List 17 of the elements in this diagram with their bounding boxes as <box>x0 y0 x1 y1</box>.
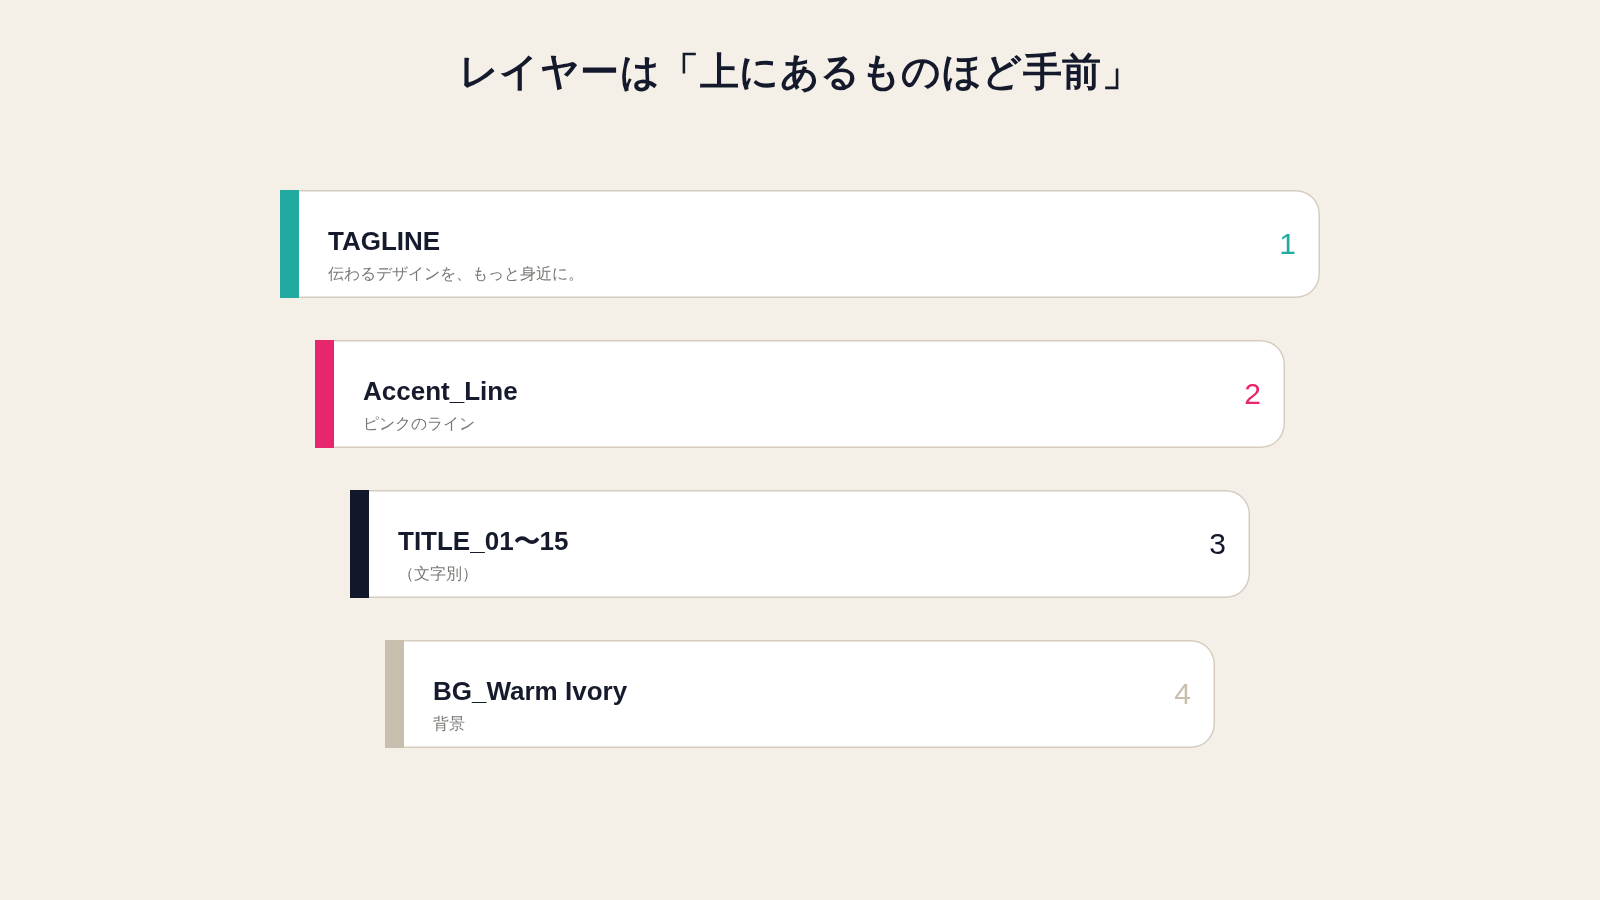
layer-description: ピンクのライン <box>363 414 475 434</box>
title: レイヤーは「上にあるものほど手前」 <box>458 49 1142 95</box>
layer-card <box>350 490 1250 598</box>
layer-number: 3 <box>1209 526 1227 562</box>
layer-card <box>385 640 1215 748</box>
layer-description: 伝わるデザインを、もっと身近に。 <box>328 264 584 284</box>
layer-name: BG_Warm Ivory <box>433 675 628 708</box>
layer-number: 2 <box>1244 376 1262 412</box>
layer-card <box>315 340 1285 448</box>
layer-name: TITLE_01〜15 <box>398 525 569 558</box>
layer-number: 1 <box>1279 226 1297 262</box>
layer-description: 背景 <box>433 714 465 734</box>
layer-description: （文字別） <box>398 564 478 584</box>
layer-number: 4 <box>1174 676 1192 712</box>
layer-card <box>280 190 1320 298</box>
layer-name: Accent_Line <box>363 375 518 408</box>
layer-name: TAGLINE <box>328 225 441 258</box>
